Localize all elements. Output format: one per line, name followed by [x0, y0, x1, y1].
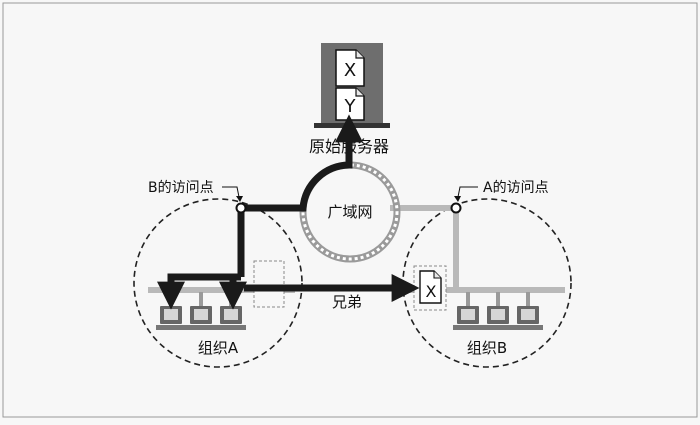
access-point-a-node — [450, 202, 462, 214]
access-point-b-pointer-icon — [236, 196, 243, 202]
server-document-x: X — [335, 49, 365, 87]
cached-doc-label: X — [426, 282, 437, 301]
terminal-icon — [453, 292, 483, 330]
org-b-cache: X — [413, 265, 447, 311]
server-doc-y-label: Y — [344, 96, 357, 117]
org-b-terminals — [453, 292, 543, 330]
org-b-label: 组织B — [467, 339, 507, 357]
access-point-b-leader — [222, 186, 240, 198]
path-to-terminal-a1 — [157, 273, 241, 310]
wan-label: 广域网 — [327, 203, 372, 221]
access-point-b-label: B的访问点 — [148, 180, 214, 196]
org-a-label: 组织A — [198, 339, 239, 357]
access-point-a-leader — [457, 186, 478, 198]
terminal-icon — [513, 292, 543, 330]
access-point-b-node — [235, 202, 247, 214]
server-document-y: Y — [335, 87, 365, 121]
terminal-icon — [483, 292, 513, 330]
org-a-cache-box — [253, 260, 285, 308]
request-path-to-origin — [241, 114, 363, 212]
access-point-a-label: A的访问点 — [483, 180, 549, 196]
access-point-a-pointer-icon — [454, 196, 461, 202]
server-doc-x-label: X — [344, 60, 356, 81]
org-a-terminals — [156, 292, 246, 330]
terminal-icon — [186, 292, 216, 330]
org-a-boundary — [133, 198, 303, 368]
origin-server: X Y — [314, 43, 390, 128]
sibling-label: 兄弟 — [332, 293, 362, 311]
